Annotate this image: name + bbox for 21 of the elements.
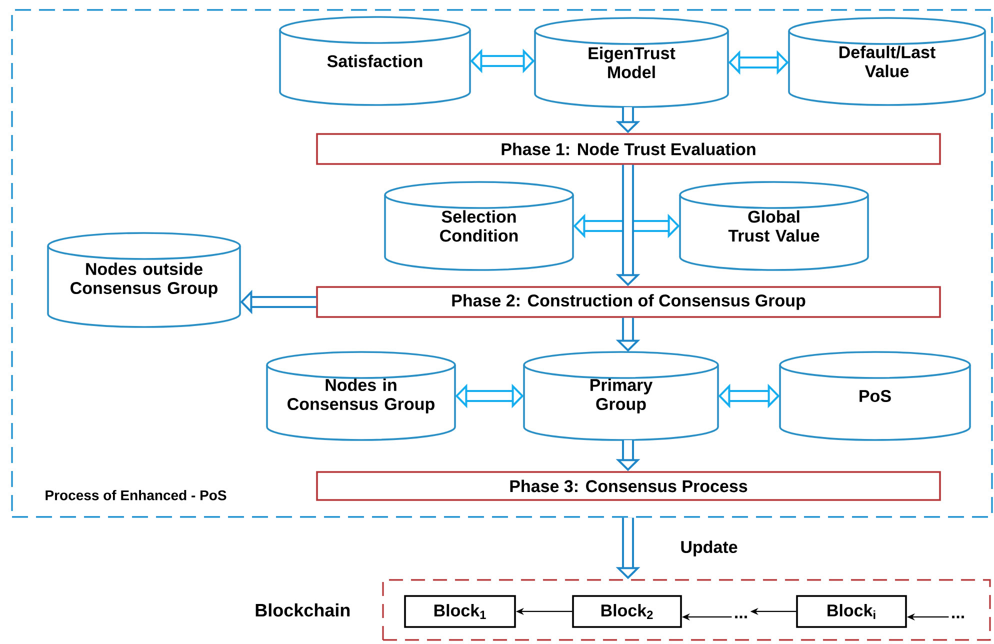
cylinder: EigenTrust Model: [534, 17, 729, 108]
cylinder: Satisfaction: [279, 16, 471, 106]
phase-box: Phase 3: Consensus Process: [316, 471, 941, 501]
cylinder: Primary Group: [523, 351, 719, 441]
block-box: Block$_{1}$: [404, 595, 516, 628]
node-label: Default/Last Value: [840, 46, 936, 78]
cylinder: Nodes in Consensus Group: [266, 351, 456, 441]
cylinder: PoS: [779, 351, 971, 441]
node-label: Blockchain: [256, 603, 350, 617]
ellipsis-text: ...: [952, 616, 964, 618]
cylinder: Nodes outside Consensus Group: [47, 232, 241, 328]
block-box: Block$_{2}$: [572, 595, 682, 628]
ellipsis-text: ...: [735, 616, 747, 618]
edge-label: Update: [678, 538, 740, 558]
cylinder: Selection Condition: [384, 181, 574, 271]
cylinder: Default/Last Value: [788, 17, 986, 106]
block-box: Block$_{i}$: [796, 595, 907, 628]
phase-box: Phase 2: Construction of Consensus Group: [316, 286, 941, 318]
node-label: PoS: [860, 390, 891, 402]
phase-box: Phase 1: Node Trust Evaluation: [316, 133, 941, 165]
cylinder: Global Trust Value: [679, 181, 869, 271]
